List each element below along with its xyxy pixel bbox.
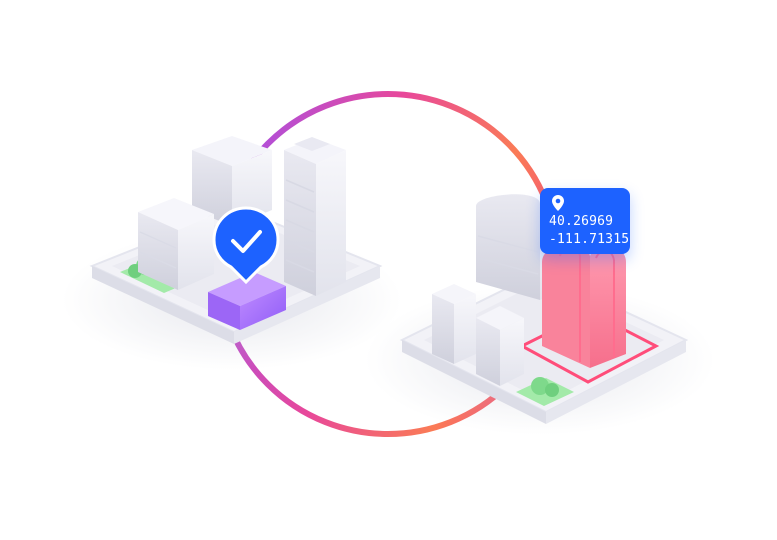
building-left-front	[138, 198, 214, 290]
latitude-value: 40.26969	[549, 214, 614, 229]
verified-badge	[212, 206, 280, 285]
building-left-tower	[284, 137, 346, 296]
map-pin-icon	[552, 195, 564, 211]
building-right-front	[476, 306, 524, 386]
right-city-block	[365, 194, 715, 435]
location-tooltip: 40.26969 -111.71315	[540, 188, 630, 254]
highlighted-building-pink	[542, 243, 626, 368]
highlighted-building-purple	[208, 272, 286, 330]
park-right	[516, 377, 574, 406]
checkmark-icon	[231, 230, 262, 253]
longitude-value: -111.71315	[549, 232, 630, 247]
building-right-left	[432, 284, 476, 364]
